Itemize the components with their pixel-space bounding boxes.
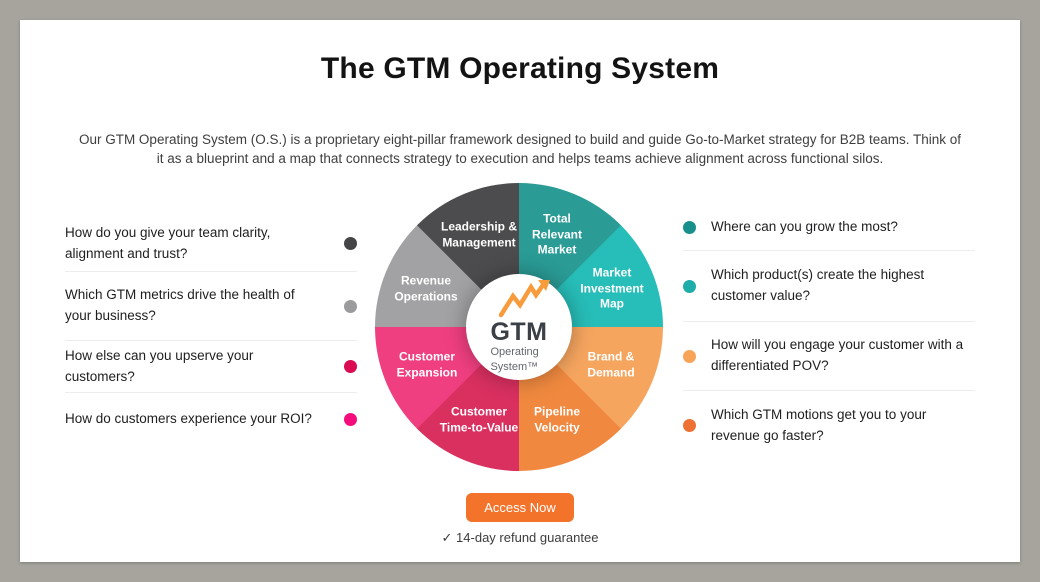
wheel-segment-brand-demand: Brand & Demand xyxy=(587,349,635,379)
question-dot xyxy=(344,299,357,313)
question-text: Which product(s) create the highest cust… xyxy=(711,267,925,303)
wheel-segment-market-investment-map: Market Investment Map xyxy=(580,265,644,311)
question-dot xyxy=(683,349,696,363)
question-dot xyxy=(344,360,357,373)
list-item: How will you engage your customer with a… xyxy=(683,322,975,391)
question-text: How do customers experience your ROI? xyxy=(65,410,312,426)
wheel-segment-total-relevant-market: Total Relevant Market xyxy=(531,211,583,257)
gtm-brand-text: GTM xyxy=(490,318,548,347)
growth-arrow-icon xyxy=(498,280,550,318)
question-dot xyxy=(344,237,357,250)
list-item: How do customers experience your ROI? xyxy=(65,393,357,445)
question-dot xyxy=(344,412,357,426)
page-description: Our GTM Operating System (O.S.) is a pro… xyxy=(78,131,962,167)
question-text: How else can you upserve your customers? xyxy=(65,347,254,384)
question-text: Where can you grow the most? xyxy=(711,219,898,235)
list-item: Which product(s) create the highest cust… xyxy=(683,251,975,322)
gtm-operating-text: Operating xyxy=(490,346,539,359)
wheel-segment-leadership-management: Leadership & Management xyxy=(440,219,518,249)
question-text: How will you engage your customer with a… xyxy=(711,337,964,373)
question-dot xyxy=(683,221,696,234)
list-item: Which GTM metrics drive the health of yo… xyxy=(65,272,357,341)
list-item: Which GTM motions get you to your revenu… xyxy=(683,391,975,460)
content-card: The GTM Operating System Our GTM Operati… xyxy=(20,20,1020,562)
left-question-list: How do you give your team clarity, align… xyxy=(65,216,357,445)
question-text: How do you give your team clarity, align… xyxy=(65,224,271,261)
wheel-segment-customer-time-to-value: Customer Time-to-Value xyxy=(439,404,519,434)
list-item: Where can you grow the most? xyxy=(683,205,975,251)
wheel-segment-pipeline-velocity: Pipeline Velocity xyxy=(533,404,581,434)
access-now-button[interactable]: Access Now xyxy=(466,493,574,522)
page-title: The GTM Operating System xyxy=(320,52,720,85)
gtm-logo: GTM Operating System™ xyxy=(466,274,572,380)
list-item: How else can you upserve your customers? xyxy=(65,341,357,393)
refund-guarantee-text: ✓ 14-day refund guarantee xyxy=(441,530,599,545)
gtm-system-text: System™ xyxy=(490,360,539,373)
wheel-segment-revenue-operations: Revenue Operations xyxy=(394,273,458,303)
question-dot xyxy=(683,279,696,293)
question-text: Which GTM metrics drive the health of yo… xyxy=(65,287,295,323)
right-question-list: Where can you grow the most? Which produ… xyxy=(683,205,975,460)
question-dot xyxy=(683,419,696,432)
wheel-segment-customer-expansion: Customer Expansion xyxy=(396,349,458,379)
gtm-wheel: Total Relevant Market Market Investment … xyxy=(375,183,663,471)
list-item: How do you give your team clarity, align… xyxy=(65,216,357,272)
question-text: Which GTM motions get you to your revenu… xyxy=(711,406,927,443)
